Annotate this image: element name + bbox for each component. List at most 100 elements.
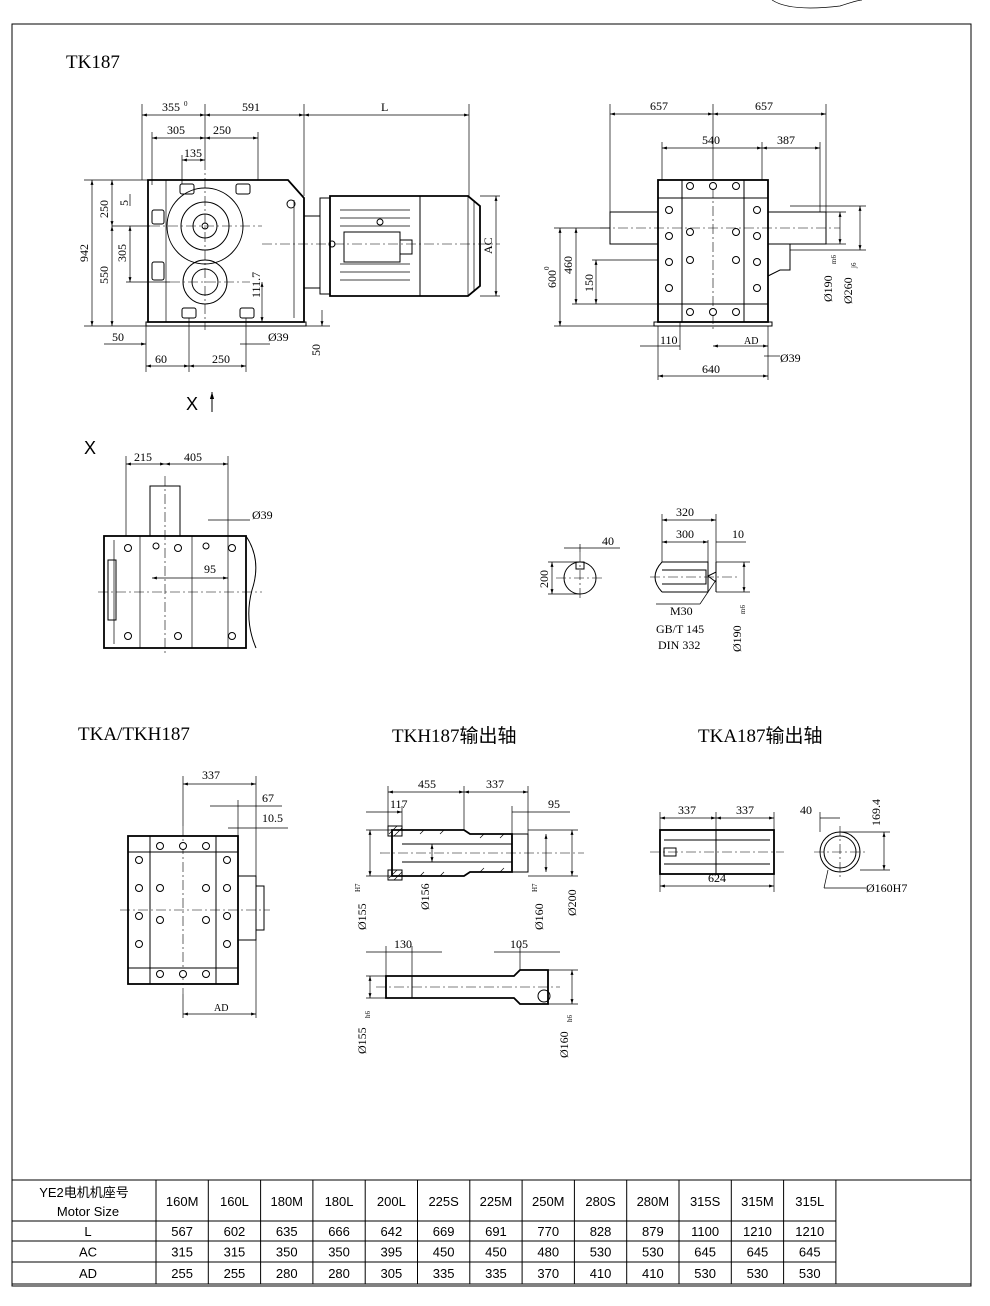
x-arrow-label: X (186, 394, 198, 414)
dim-460: 460 (561, 256, 575, 274)
motor-size-cell: 225M (480, 1194, 513, 1209)
dim-550: 550 (97, 266, 111, 284)
table-value-cell: 350 (328, 1245, 350, 1260)
table-value-cell: 395 (380, 1245, 402, 1260)
dim-215: 215 (134, 450, 152, 464)
table-value-cell: 635 (276, 1224, 298, 1239)
dim-5: 5 (117, 200, 131, 206)
table-value-cell: 879 (642, 1224, 664, 1239)
motor-size-cell: 315L (795, 1194, 824, 1209)
dim-50-horizontal: 50 (112, 330, 124, 344)
side-view: 657 657 540 387 600 0 460 150 Ø190 m6 Ø2… (543, 99, 866, 380)
table-value-cell: 669 (433, 1224, 455, 1239)
dim-300: 300 (676, 527, 694, 541)
table-value-cell: 1210 (743, 1224, 772, 1239)
tkh-title: TKH187输出轴 (392, 725, 517, 747)
table-header-cn: YE2电机机座号 (39, 1185, 129, 1200)
table-value-cell: 567 (171, 1224, 193, 1239)
dim-250-vertical: 250 (97, 200, 111, 218)
tkh-shaft-view: TKH187输出轴 455 337 117 95 Ø155 H7 (354, 725, 584, 1058)
dim-39-front: Ø39 (268, 330, 289, 344)
dim-657-left: 657 (650, 99, 668, 113)
svg-text:h6: h6 (364, 1011, 372, 1019)
dim-305-vertical: 305 (115, 244, 129, 262)
table-value-cell: 645 (747, 1245, 769, 1260)
dim-135: 135 (184, 146, 202, 160)
dim-155-h6: Ø155 (355, 1027, 369, 1054)
x-view-label: X (84, 438, 96, 458)
table-value-cell: 350 (276, 1245, 298, 1260)
motor-size-cell: 280M (637, 1194, 670, 1209)
table-value-cell: 1210 (795, 1224, 824, 1239)
dim-540: 540 (702, 133, 720, 147)
dim-95-tkh: 95 (548, 797, 560, 811)
dim-337-tkh: 337 (486, 777, 504, 791)
dim-200-key: 200 (537, 570, 551, 588)
dim-337-tka-b: 337 (736, 803, 754, 817)
table-value-cell: 450 (485, 1245, 507, 1260)
table-value-cell: 828 (590, 1224, 612, 1239)
dim-624: 624 (708, 871, 726, 885)
dim-190-m6-end: Ø190 (730, 625, 744, 652)
motor-size-cell: 180L (325, 1194, 354, 1209)
dim-39-side: Ø39 (780, 351, 801, 365)
tka-shaft-title: TKA187输出轴 (698, 725, 823, 747)
dim-155-H7: Ø155 (355, 903, 369, 930)
svg-text:0: 0 (543, 266, 551, 270)
gearbox-foot (145, 321, 307, 327)
dim-AD-side: AD (744, 336, 758, 347)
table-value-cell: 645 (799, 1245, 821, 1260)
table-value-cell: 642 (380, 1224, 402, 1239)
logo-fragment (771, 0, 863, 9)
dim-117: 117 (390, 797, 408, 811)
dim-387: 387 (777, 133, 795, 147)
table-value-cell: 480 (537, 1245, 559, 1260)
dim-160-H7: Ø160 (532, 903, 546, 930)
motor-size-cell: 315S (690, 1194, 721, 1209)
dim-200-tkh: Ø200 (565, 889, 579, 916)
front-title: TK187 (66, 52, 120, 73)
table-value-cell: 450 (433, 1245, 455, 1260)
table-value-cell: 370 (537, 1266, 559, 1281)
svg-text:j6: j6 (850, 262, 858, 269)
tka-shaft-view: TKA187输出轴 337 337 624 40 169.4 Ø160H7 (650, 725, 907, 895)
motor-size-cell: 160M (166, 1194, 199, 1209)
dim-355: 355 (162, 100, 180, 114)
dim-156: Ø156 (418, 883, 432, 910)
tka-view: TKA/TKH187 337 67 10.5 AD (78, 724, 288, 1018)
table-header-en: Motor Size (57, 1204, 119, 1219)
table-value-cell: 530 (642, 1245, 664, 1260)
standard-gbt: GB/T 145 (656, 622, 704, 636)
svg-text:h6: h6 (566, 1015, 574, 1023)
motor-size-cell: 250M (532, 1194, 565, 1209)
motor-size-cell: 280S (585, 1194, 616, 1209)
table-value-cell: 645 (694, 1245, 716, 1260)
table-row-label: L (84, 1224, 91, 1239)
tka-bolt-holes (135, 842, 231, 978)
table-value-cell: 335 (485, 1266, 507, 1281)
dim-405: 405 (184, 450, 202, 464)
table-row-label: AD (79, 1266, 97, 1281)
svg-text:m6: m6 (739, 605, 747, 614)
dim-260-j6: Ø260 (841, 277, 855, 304)
svg-text:0: 0 (184, 100, 188, 108)
table-value-cell: 280 (276, 1266, 298, 1281)
dim-39-x: Ø39 (252, 508, 273, 522)
motor-size-cell: 160L (220, 1194, 249, 1209)
table-value-cell: 255 (171, 1266, 193, 1281)
dim-67: 67 (262, 791, 274, 805)
dim-190-m6: Ø190 (821, 275, 835, 302)
dim-150: 150 (582, 274, 596, 292)
svg-text:H7: H7 (531, 883, 539, 892)
table-value-cell: 305 (380, 1266, 402, 1281)
dim-AD-tka: AD (214, 1003, 228, 1014)
x-view: X 215 405 Ø39 95 (84, 438, 273, 656)
dim-250-bottom: 250 (212, 352, 230, 366)
tka-title: TKA/TKH187 (78, 724, 190, 745)
svg-text:m6: m6 (830, 255, 838, 264)
dim-95: 95 (204, 562, 216, 576)
table-value-cell: 280 (328, 1266, 350, 1281)
dim-50-vertical: 50 (309, 344, 323, 356)
motor-size-cell: 225S (428, 1194, 459, 1209)
